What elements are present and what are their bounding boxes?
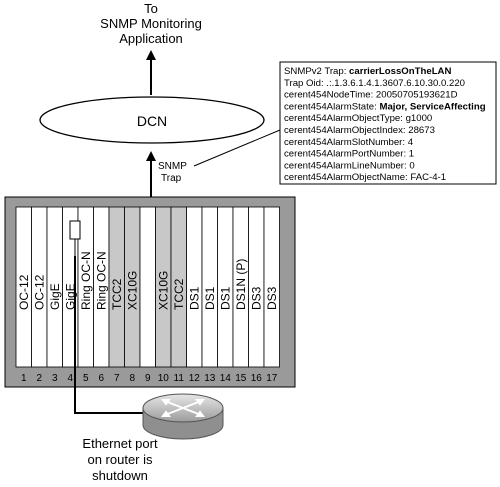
slot-number: 13	[204, 373, 216, 384]
router-caption-line3: shutdown	[92, 468, 148, 483]
router-icon	[142, 393, 224, 440]
ethernet-port-icon	[69, 220, 81, 240]
trap-callout-line	[193, 129, 281, 167]
slot-card-label: GigE	[48, 283, 62, 310]
dcn-cloud	[39, 96, 265, 144]
trap-line-key: SNMPv2 Trap:	[284, 66, 349, 77]
slot-number: 17	[266, 373, 278, 384]
slot-card-label: OC-12	[32, 274, 46, 310]
slot-number: 16	[251, 373, 263, 384]
slot-card-label: Ring OC-N	[94, 251, 108, 310]
slot-card-label: TCC2	[172, 278, 186, 310]
slot-number: 8	[129, 373, 135, 384]
slot-number: 1	[21, 373, 27, 384]
ethernet-cable	[74, 256, 150, 414]
slot-card-label: DS1	[187, 286, 201, 310]
slot-number: 6	[98, 373, 104, 384]
trap-line-key: cerent454AlarmSlotNumber: 4	[284, 137, 414, 148]
trap-line: cerent454AlarmObjectIndex: 28673	[284, 125, 435, 136]
slot-number: 4	[67, 373, 73, 384]
trap-line: cerent454AlarmObjectType: g1000	[284, 113, 432, 124]
slot-card-label: DS3	[265, 286, 279, 310]
trap-line-key: cerent454AlarmPortNumber: 1	[284, 149, 414, 160]
trap-line: cerent454AlarmObjectName: FAC-4-1	[284, 172, 446, 183]
trap-line: Trap Oid: .:.1.3.6.1.4.1.3607.6.10.30.0.…	[284, 78, 465, 89]
trap-line: cerent454AlarmSlotNumber: 4	[284, 137, 414, 148]
slot-number: 5	[83, 373, 89, 384]
trap-line: cerent454NodeTime: 20050705193621D	[284, 90, 458, 101]
monitoring-app-label-line1: To	[144, 1, 158, 16]
trap-line: SNMPv2 Trap: carrierLossOnTheLAN	[284, 66, 451, 77]
trap-line-key: cerent454AlarmLineNumber: 0	[284, 160, 415, 171]
slot-card-label: GigE	[63, 283, 77, 310]
slot-card-label: DS3	[249, 286, 263, 310]
trap-line-key: cerent454AlarmState:	[284, 101, 379, 112]
slot-number: 7	[114, 373, 120, 384]
router-caption-line2: on router is	[87, 452, 153, 467]
slot-number: 10	[158, 373, 170, 384]
slot-card-label: DS1	[218, 286, 232, 310]
slot-number: 14	[220, 373, 232, 384]
slot-card-label: DS1	[203, 286, 217, 310]
router-caption-line1: Ethernet port	[82, 436, 158, 451]
trap-line-key: cerent454AlarmObjectIndex: 28673	[284, 125, 435, 136]
trap-line-key: cerent454AlarmObjectType: g1000	[284, 113, 432, 124]
slot-card	[139, 206, 156, 368]
trap-line: cerent454AlarmPortNumber: 1	[284, 149, 414, 160]
snmp-trap-label-line2: Trap	[161, 173, 182, 184]
trap-details-box	[279, 61, 497, 185]
snmp-trap-label-line1: SNMP	[158, 161, 187, 172]
dcn-label: DCN	[137, 113, 167, 129]
trap-line-key: cerent454NodeTime: 20050705193621D	[284, 90, 458, 101]
monitoring-app-label-line2: SNMP Monitoring	[100, 16, 202, 31]
slot-card-label: XC10G	[156, 271, 170, 310]
slot-number: 15	[235, 373, 247, 384]
slot-card	[263, 206, 280, 368]
slot-card-label: XC10G	[125, 271, 139, 310]
slot-number: 11	[174, 373, 185, 384]
slot-card-label-extra: Ring OC-N	[79, 251, 93, 310]
trap-line-value: Major, ServiceAffecting	[379, 101, 485, 112]
slot-number: 12	[189, 373, 201, 384]
monitoring-app-label-line3: Application	[119, 31, 183, 46]
slot-card-label: OC-12	[17, 274, 31, 310]
slot-number: 9	[145, 373, 151, 384]
trap-line-key: Trap Oid: .:.1.3.6.1.4.1.3607.6.10.30.0.…	[284, 78, 465, 89]
slot-number: 3	[52, 373, 58, 384]
slot-number: 2	[36, 373, 42, 384]
trap-line: cerent454AlarmState: Major, ServiceAffec…	[284, 101, 486, 112]
trap-line-key: cerent454AlarmObjectName: FAC-4-1	[284, 172, 446, 183]
trap-line-value: carrierLossOnTheLAN	[349, 66, 451, 77]
trap-line: cerent454AlarmLineNumber: 0	[284, 160, 415, 171]
slot-card-label: TCC2	[110, 278, 124, 310]
slot-card-label: DS1N (P)	[234, 259, 248, 310]
